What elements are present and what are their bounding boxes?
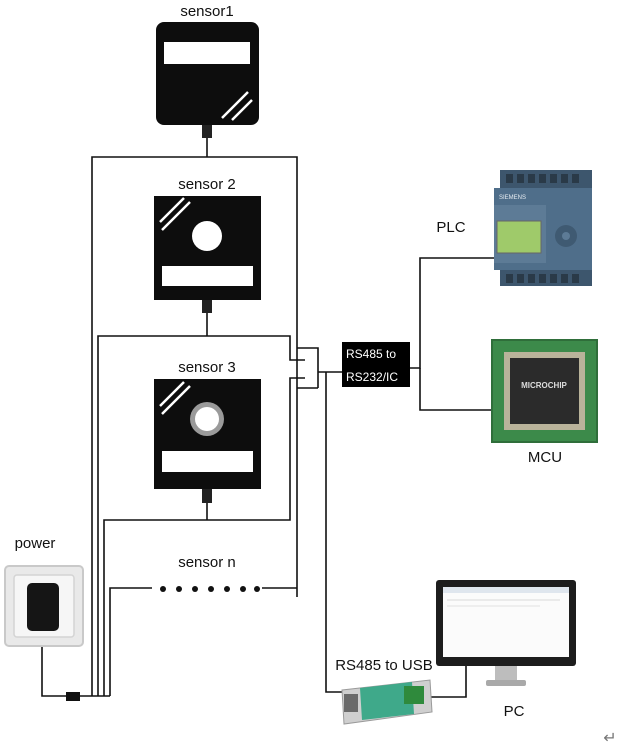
mcu-chip — [510, 358, 579, 424]
usb-terminal-block — [404, 686, 424, 704]
usb-module-label — [360, 682, 414, 720]
sensor1-device: sensor1 — [156, 3, 259, 138]
pc-device: PC — [436, 580, 576, 720]
wire-sensor1 — [91, 138, 298, 696]
rs485-rs232-converter: RS485 to RS232/IC — [342, 342, 410, 387]
wire-bus-to-converter — [297, 347, 342, 389]
wire-sensor3 — [103, 377, 305, 696]
plc-brand: SIEMENS — [499, 195, 526, 201]
sensor3-connector — [202, 489, 212, 503]
converter-label-line1: RS485 to — [346, 347, 396, 361]
mcu-device: MICROCHIP MCU — [491, 339, 598, 466]
converter-box — [342, 342, 410, 387]
power-label: power — [15, 535, 56, 552]
power-supply: power — [4, 535, 84, 701]
wire-sensor2 — [97, 312, 305, 696]
wire-to-pc — [430, 664, 467, 698]
mcu-brand: MICROCHIP — [521, 381, 567, 390]
plc-device: PLC SIEMENS — [436, 170, 592, 286]
usb-port — [344, 694, 358, 712]
pc-stand — [495, 666, 517, 680]
sensor2-connector — [202, 300, 212, 313]
usb-converter-label: RS485 to USB — [335, 657, 433, 674]
wire-to-mcu — [419, 368, 494, 411]
sensor3-device: sensor 3 — [154, 359, 261, 503]
pc-screen — [443, 587, 569, 657]
sensor-n-device: sensor n — [160, 554, 260, 592]
sensor3-label: sensor 3 — [178, 359, 236, 376]
plc-screen — [496, 220, 542, 254]
sensor2-lens — [192, 221, 222, 251]
sensor2-display — [162, 266, 253, 286]
mcu-label: MCU — [528, 449, 562, 466]
sensor3-display — [162, 451, 253, 472]
ellipsis-dots — [160, 586, 260, 592]
pc-label: PC — [504, 703, 525, 720]
wiring — [41, 138, 494, 698]
sensor-n-label: sensor n — [178, 554, 236, 571]
wire-sensor-n — [109, 587, 297, 696]
sensor2-device: sensor 2 — [154, 176, 261, 313]
sensor1-display — [164, 42, 250, 64]
converter-label-line2: RS232/IC — [346, 370, 398, 384]
return-symbol: ↵ — [603, 728, 616, 747]
sensor1-label: sensor1 — [180, 3, 233, 20]
sensor2-label: sensor 2 — [178, 176, 236, 193]
power-plug — [66, 692, 80, 701]
sensor3-lens — [195, 407, 219, 431]
sensor1-connector — [202, 125, 212, 138]
wire-to-plc — [410, 257, 494, 369]
power-adapter — [27, 583, 59, 631]
wire-to-usb-converter — [325, 372, 342, 693]
plc-label: PLC — [436, 219, 465, 236]
pc-stand-base — [486, 680, 526, 686]
rs485-usb-converter: RS485 to USB — [335, 657, 433, 725]
